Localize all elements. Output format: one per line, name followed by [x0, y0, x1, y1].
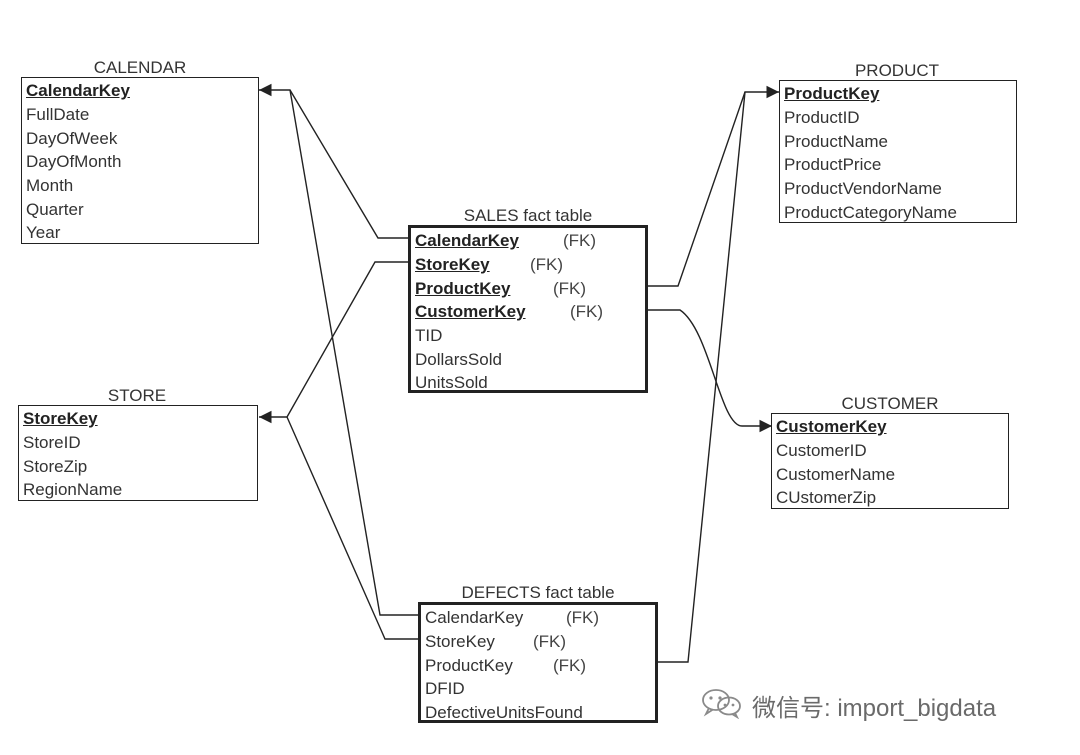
sales-fk-label: (FK) [570, 302, 604, 321]
defects-fk-name: StoreKey [425, 632, 495, 651]
link-sales-customer [647, 309, 772, 433]
customer-field: CUstomerZip [776, 488, 877, 507]
customer-field: CustomerName [776, 465, 896, 484]
store-field: StoreID [23, 433, 81, 452]
watermark: 微信号: import_bigdata [700, 688, 996, 722]
product-field: ProductID [784, 108, 860, 127]
customer-field: CustomerID [776, 441, 867, 460]
calendar-table: CalendarKey FullDate DayOfWeek DayOfMont… [21, 77, 259, 244]
calendar-primary-key: CalendarKey [26, 81, 130, 100]
calendar-field: FullDate [26, 105, 90, 124]
calendar-field: Month [26, 176, 74, 195]
product-title: PRODUCT [854, 61, 940, 80]
link-sales-store [259, 261, 410, 424]
store-primary-key: StoreKey [23, 409, 98, 428]
sales-field: DollarsSold [415, 350, 502, 369]
sales-title: SALES fact table [463, 206, 593, 225]
link-defects-store [286, 416, 420, 640]
defects-fk-label: (FK) [533, 632, 567, 651]
store-field: RegionName [23, 480, 123, 499]
sales-fk-name: StoreKey [415, 255, 490, 274]
defects-field: DFID [425, 679, 465, 698]
product-primary-key: ProductKey [784, 84, 880, 103]
store-table: StoreKey StoreID StoreZip RegionName [18, 405, 258, 501]
sales-field: UnitsSold [415, 373, 488, 392]
sales-fk-label: (FK) [563, 231, 597, 250]
defects-table: CalendarKey (FK) StoreKey (FK) ProductKe… [418, 602, 658, 723]
product-field: ProductCategoryName [784, 203, 957, 222]
product-field: ProductName [784, 132, 888, 151]
customer-table: CustomerKey CustomerID CustomerName CUst… [771, 413, 1009, 509]
defects-fk-label: (FK) [553, 656, 587, 675]
calendar-field: Quarter [26, 200, 84, 219]
product-table: ProductKey ProductID ProductName Product… [779, 80, 1017, 223]
defects-fk-name: CalendarKey [425, 608, 524, 627]
defects-title: DEFECTS fact table [461, 583, 615, 602]
sales-fk-name: CustomerKey [415, 302, 526, 321]
store-field: StoreZip [23, 457, 88, 476]
product-field: ProductVendorName [784, 179, 942, 198]
sales-fk-name: ProductKey [415, 279, 511, 298]
calendar-title: CALENDAR [93, 58, 187, 77]
calendar-field: Year [26, 223, 61, 242]
sales-field: TID [415, 326, 443, 345]
calendar-field: DayOfWeek [26, 129, 118, 148]
defects-field: DefectiveUnitsFound [425, 703, 583, 722]
sales-fk-label: (FK) [553, 279, 587, 298]
watermark-text: 微信号: import_bigdata [752, 694, 997, 722]
link-sales-calendar [259, 83, 410, 239]
calendar-field: DayOfMonth [26, 152, 122, 171]
sales-fk-label: (FK) [530, 255, 564, 274]
store-title: STORE [107, 386, 167, 405]
customer-primary-key: CustomerKey [776, 417, 887, 436]
wechat-icon [700, 687, 744, 724]
customer-title: CUSTOMER [841, 394, 939, 413]
product-field: ProductPrice [784, 155, 882, 174]
link-defects-product [657, 91, 746, 663]
sales-table: CalendarKey (FK) StoreKey (FK) ProductKe… [408, 225, 648, 393]
defects-fk-name: ProductKey [425, 656, 513, 675]
link-defects-calendar [289, 89, 420, 616]
sales-fk-name: CalendarKey [415, 231, 519, 250]
defects-fk-label: (FK) [566, 608, 600, 627]
link-sales-product [647, 85, 779, 287]
